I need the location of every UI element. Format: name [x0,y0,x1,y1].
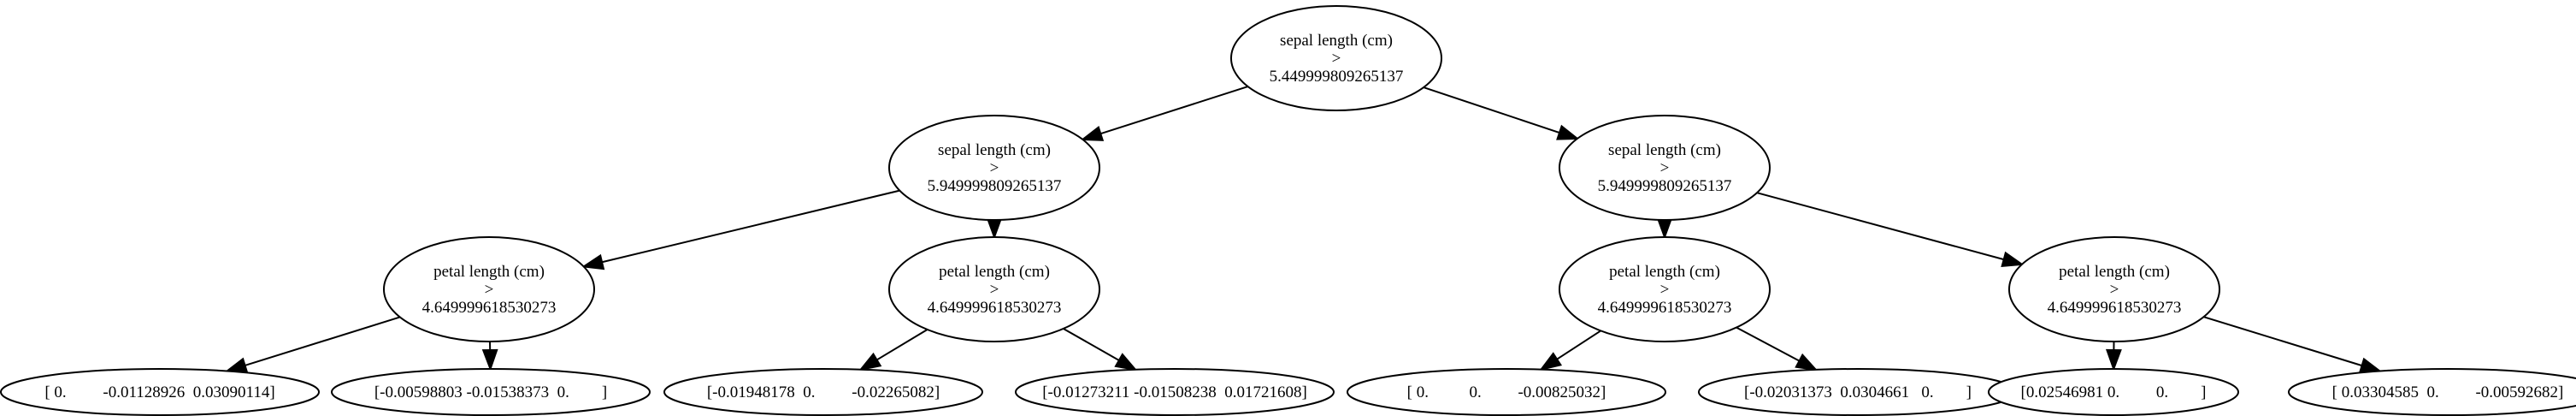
leaf-value-text: [ 0. 0. -0.00825032] [1407,383,1606,401]
edge-n1-n4 [986,217,1003,240]
leaf-node: [ 0.03304585 0. -0.00592682] [2288,368,2576,416]
split-node: sepal length (cm)>5.449999809265137 [1230,5,1442,111]
edge-n6-l8 [2203,316,2383,373]
arrowhead-icon [481,348,498,371]
node-ellipse [888,115,1100,221]
arrowhead-icon [2358,357,2383,373]
edge-n5-l5 [1539,330,1601,371]
edge-n1-n3 [581,189,900,270]
node-ellipse [1559,115,1771,221]
edge-line [1736,326,1800,362]
arrowhead-icon [1656,217,1673,240]
feature-label: petal length (cm) [433,263,545,281]
edge-n4-l4 [1063,328,1138,371]
edge-n2-n6 [1756,192,2025,267]
leaf-value-text: [-0.01273211 -0.01508238 0.01721608] [1042,383,1307,401]
node-ellipse [1230,5,1442,111]
arrowhead-icon [2105,348,2122,371]
edge-n2-n5 [1656,217,1673,240]
comparison-operator: > [485,281,494,299]
feature-label: petal length (cm) [939,263,1050,281]
node-ellipse [383,236,595,342]
threshold-value: 5.949999809265137 [928,177,1062,195]
node-ellipse [331,368,651,416]
edge-n3-l2 [481,341,498,371]
arrowhead-icon [1080,125,1105,141]
split-node: petal length (cm)>4.649999618530273 [383,236,595,342]
split-node: petal length (cm)>4.649999618530273 [1559,236,1771,342]
leaf-value-text: [0.02546981 0. 0. ] [2021,383,2207,401]
threshold-value: 4.649999618530273 [422,299,557,317]
leaf-node: [ 0. -0.01128926 0.03090114] [0,368,320,416]
edge-line [1100,86,1248,135]
leaf-value-text: [-0.01948178 0. -0.02265082] [707,383,940,401]
arrowhead-icon [986,217,1003,240]
node-ellipse [1015,368,1335,416]
feature-label: petal length (cm) [1609,263,1720,281]
node-ellipse [1988,368,2239,416]
feature-label: petal length (cm) [2059,263,2170,281]
leaf-node: [-0.00598803 -0.01538373 0. ] [331,368,651,416]
edge-line [1756,192,2004,261]
leaf-value-text: [ 0.03304585 0. -0.00592682] [2332,383,2564,401]
arrowhead-icon [1795,353,1819,371]
leaf-node: [-0.01273211 -0.01508238 0.01721608] [1015,368,1335,416]
edge-n3-l1 [224,316,401,373]
comparison-operator: > [1660,159,1670,177]
edge-line [1556,330,1601,360]
edge-line [2203,316,2362,367]
edge-line [876,329,928,361]
split-node: petal length (cm)>4.649999618530273 [2008,236,2220,342]
threshold-value: 5.449999809265137 [1270,68,1404,86]
edge-n0-n2 [1423,86,1580,140]
threshold-value: 4.649999618530273 [1598,299,1732,317]
leaf-value-text: [ 0. -0.01128926 0.03090114] [44,383,274,401]
leaf-value-text: [-0.02031373 0.0304661 0. ] [1744,383,1972,401]
leaf-node: [0.02546981 0. 0. ] [1988,368,2239,416]
split-node: sepal length (cm)>5.949999809265137 [888,115,1100,221]
arrowhead-icon [1114,353,1138,371]
node-ellipse [2008,236,2220,342]
edge-line [1063,328,1120,361]
edge-n6-l7 [2105,341,2122,371]
edge-line [601,189,900,264]
nodes-layer: sepal length (cm)>5.449999809265137sepal… [0,5,2576,416]
edge-n5-l6 [1736,326,1819,371]
feature-label: sepal length (cm) [1608,141,1721,159]
feature-label: sepal length (cm) [1280,32,1393,50]
arrowhead-icon [2001,251,2025,267]
leaf-value-text: [-0.00598803 -0.01538373 0. ] [374,383,607,401]
arrowhead-icon [581,253,605,270]
leaf-node: [-0.02031373 0.0304661 0. ] [1698,368,2018,416]
comparison-operator: > [2110,281,2119,299]
arrowhead-icon [1539,352,1563,371]
node-ellipse [1347,368,1666,416]
split-node: petal length (cm)>4.649999618530273 [888,236,1100,342]
edge-n0-n1 [1080,86,1248,141]
threshold-value: 4.649999618530273 [2048,299,2182,317]
comparison-operator: > [990,159,999,177]
arrowhead-icon [858,352,882,371]
threshold-value: 5.949999809265137 [1598,177,1732,195]
leaf-node: [-0.01948178 0. -0.02265082] [663,368,983,416]
split-node: sepal length (cm)>5.949999809265137 [1559,115,1771,221]
edge-n4-l3 [858,329,928,371]
edge-line [1423,86,1560,134]
comparison-operator: > [1332,50,1341,68]
node-ellipse [0,368,320,416]
node-ellipse [2288,368,2576,416]
node-ellipse [663,368,983,416]
comparison-operator: > [990,281,999,299]
feature-label: sepal length (cm) [938,141,1051,159]
arrowhead-icon [224,357,249,373]
comparison-operator: > [1660,281,1670,299]
node-ellipse [888,236,1100,342]
threshold-value: 4.649999618530273 [928,299,1062,317]
node-ellipse [1559,236,1771,342]
edge-line [245,316,401,366]
arrowhead-icon [1556,124,1580,140]
leaf-node: [ 0. 0. -0.00825032] [1347,368,1666,416]
